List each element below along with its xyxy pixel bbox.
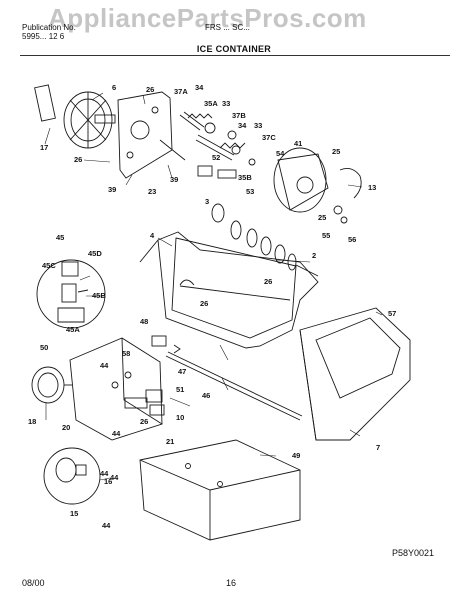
callout-37C: 37C: [262, 133, 276, 142]
callout-2: 2: [312, 251, 316, 260]
callout-23: 23: [148, 187, 156, 196]
callout-56: 56: [348, 235, 356, 244]
fan-assembly: [34, 84, 116, 149]
callout-35A: 35A: [204, 99, 218, 108]
callout-47: 47: [178, 367, 186, 376]
diagram-code: P58Y0021: [392, 548, 435, 558]
callout-48: 48: [140, 317, 148, 326]
callout-39: 39: [108, 185, 116, 194]
callout-16: 16: [104, 477, 112, 486]
callout-33: 33: [254, 121, 262, 130]
callout-6: 6: [112, 83, 116, 92]
callout-3: 3: [205, 197, 209, 206]
leader-lines: [44, 92, 383, 481]
callout-45B: 45B: [92, 291, 106, 300]
callout-53: 53: [246, 187, 254, 196]
callout-26: 26: [74, 155, 82, 164]
callout-39: 39: [170, 175, 178, 184]
callout-26: 26: [200, 299, 208, 308]
callout-57: 57: [388, 309, 396, 318]
callout-49: 49: [292, 451, 300, 460]
callout-55: 55: [322, 231, 330, 240]
diagram-title: ICE CONTAINER: [196, 44, 272, 54]
callout-52: 52: [212, 153, 220, 162]
callout-26: 26: [140, 417, 148, 426]
callout-41: 41: [294, 139, 302, 148]
callout-21: 21: [166, 437, 174, 446]
callout-44: 44: [110, 473, 119, 482]
lower-tray: [139, 439, 301, 541]
callout-58: 58: [122, 349, 130, 358]
callout-25: 25: [318, 213, 326, 222]
front-dispenser-panel: [299, 307, 411, 441]
callout-44: 44: [100, 469, 109, 478]
callout-35B: 35B: [238, 173, 252, 182]
footer-page-number: 16: [226, 578, 237, 588]
auger-parts: [179, 111, 256, 179]
callout-45: 45: [56, 233, 64, 242]
dispenser-motor: [31, 366, 72, 404]
light-bulb-inset: [43, 447, 101, 505]
switch-housing: [69, 337, 163, 441]
publication-number: 5995... 12 6: [22, 32, 65, 41]
callout-4: 4: [150, 231, 155, 240]
callout-25: 25: [332, 147, 340, 156]
callout-34: 34: [238, 121, 247, 130]
callout-44: 44: [100, 361, 109, 370]
motor-bracket: [117, 91, 186, 179]
callout-44: 44: [112, 429, 121, 438]
model-number: FRS ... SC...: [205, 23, 250, 32]
callout-26: 26: [146, 85, 154, 94]
callout-45C: 45C: [42, 261, 56, 270]
auger-coil: [211, 203, 319, 277]
callout-26: 26: [264, 277, 272, 286]
callout-13: 13: [368, 183, 376, 192]
callout-33: 33: [222, 99, 230, 108]
callout-54: 54: [276, 149, 285, 158]
callout-45D: 45D: [88, 249, 102, 258]
callout-34: 34: [195, 83, 204, 92]
switch-inset-detail: [36, 259, 106, 329]
publication-label: Publication No.: [22, 23, 76, 32]
callout-15: 15: [70, 509, 78, 518]
auger-motor: [273, 147, 362, 224]
callout-17: 17: [40, 143, 48, 152]
watermark: AppliancePartsPros.com: [48, 3, 367, 33]
callout-7: 7: [376, 443, 380, 452]
ice-container-bucket: [139, 231, 319, 349]
header-rule: [20, 55, 450, 56]
callout-50: 50: [40, 343, 48, 352]
actuator-rod: [145, 335, 303, 421]
callout-46: 46: [202, 391, 210, 400]
callout-18: 18: [28, 417, 36, 426]
callout-44: 44: [102, 521, 111, 530]
callout-37A: 37A: [174, 87, 188, 96]
callout-45A: 45A: [66, 325, 80, 334]
callout-10: 10: [176, 413, 184, 422]
callout-51: 51: [176, 385, 184, 394]
callout-37B: 37B: [232, 111, 246, 120]
footer-date: 08/00: [22, 578, 45, 588]
callout-20: 20: [62, 423, 70, 432]
